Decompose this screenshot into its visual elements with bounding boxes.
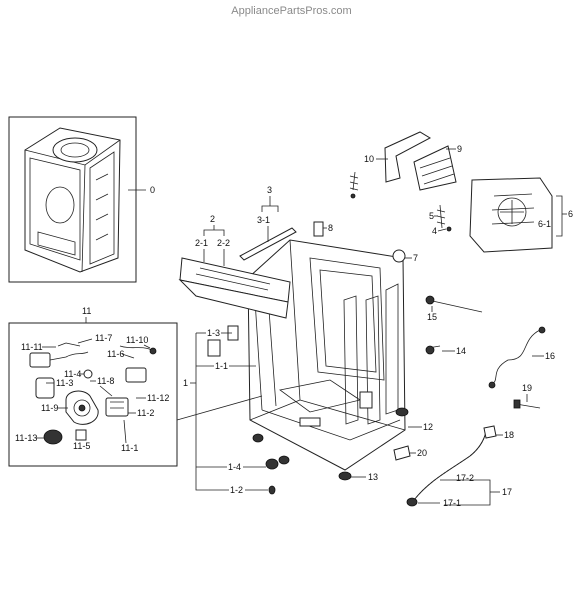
callout-1: 1 (183, 378, 188, 388)
callout-2-1: 2-1 (195, 238, 208, 248)
callout-17-2: 17-2 (456, 473, 474, 483)
callout-12: 12 (423, 422, 433, 432)
callout-6: 6 (568, 209, 573, 219)
callout-1-2: 1-2 (230, 485, 243, 495)
callout-7: 7 (413, 253, 418, 263)
inset-box-assembly (8, 116, 137, 283)
callout-18: 18 (504, 430, 514, 440)
callout-1-1: 1-1 (215, 361, 228, 371)
callout-11-4: 11-4 (64, 369, 81, 379)
callout-11-6: 11-6 (107, 349, 124, 359)
drawer-icon (384, 131, 457, 191)
spring-icon (349, 171, 452, 263)
callout-11-1: 11-1 (121, 443, 138, 453)
callout-5: 5 (429, 211, 434, 221)
callout-11-3: 11-3 (56, 378, 73, 388)
washer-cabinet-assembly-icon (24, 127, 121, 273)
callout-9: 9 (457, 144, 462, 154)
callout-10: 10 (364, 154, 374, 164)
callout-15: 15 (427, 312, 437, 322)
bracket-icon (207, 221, 373, 409)
wire-harness-icon (425, 295, 546, 409)
leg-foot-icon (252, 407, 411, 495)
back-panel-icon (469, 177, 553, 253)
callout-11-13: 11-13 (15, 433, 37, 443)
callout-11-8: 11-8 (97, 376, 114, 386)
callout-19: 19 (522, 383, 532, 393)
washer-frame-icon (247, 239, 406, 471)
inset-box-pump (8, 322, 178, 467)
callout-3-1: 3-1 (257, 215, 270, 225)
callout-11-10: 11-10 (126, 335, 148, 345)
callout-11-12: 11-12 (147, 393, 169, 403)
callout-1-4: 1-4 (228, 462, 241, 472)
callout-2: 2 (210, 214, 215, 224)
callout-11-2: 11-2 (137, 408, 154, 418)
callout-13: 13 (368, 472, 378, 482)
pump-icon (29, 342, 157, 445)
callout-11-7: 11-7 (95, 333, 112, 343)
hose-icon (406, 425, 497, 507)
callout-8: 8 (328, 223, 333, 233)
callout-17: 17 (502, 487, 512, 497)
callout-11-9: 11-9 (41, 403, 58, 413)
callout-11: 11 (82, 306, 91, 316)
callout-11-5: 11-5 (73, 441, 90, 451)
cover-panel-icon (178, 257, 291, 319)
callout-6-1: 6-1 (538, 219, 551, 229)
callout-4: 4 (432, 226, 437, 236)
watermark: AppliancePartsPros.com (231, 5, 352, 17)
callout-16: 16 (545, 351, 555, 361)
callout-2-2: 2-2 (217, 238, 230, 248)
callout-3: 3 (267, 185, 272, 195)
callout-14: 14 (456, 346, 466, 356)
callout-1-3: 1-3 (207, 328, 220, 338)
callout-17-1: 17-1 (443, 498, 461, 508)
callout-0: 0 (150, 185, 155, 195)
callout-20: 20 (417, 448, 427, 458)
callout-11-11: 11-11 (21, 342, 43, 352)
